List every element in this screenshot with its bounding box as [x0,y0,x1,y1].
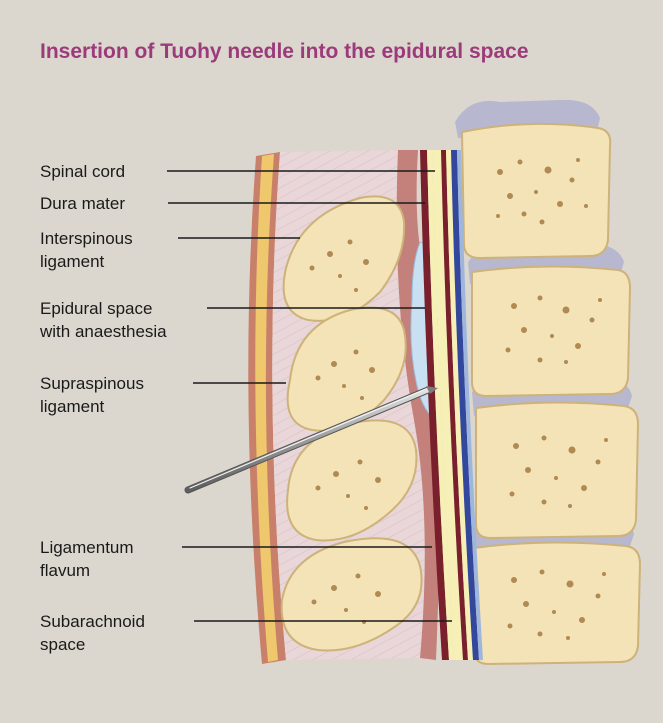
label-dura-mater: Dura mater [40,192,125,215]
label-subarachnoid-space: Subarachnoid space [40,610,145,656]
label-spinal-cord: Spinal cord [40,160,125,183]
label-interspinous-ligament: Interspinous ligament [40,227,133,273]
vertebral-bodies [462,124,640,664]
label-ligamentum-flavum: Ligamentum flavum [40,536,134,582]
label-epidural-space: Epidural space with anaesthesia [40,297,167,343]
label-supraspinous-ligament: Supraspinous ligament [40,372,144,418]
vertebral-column [455,100,640,664]
